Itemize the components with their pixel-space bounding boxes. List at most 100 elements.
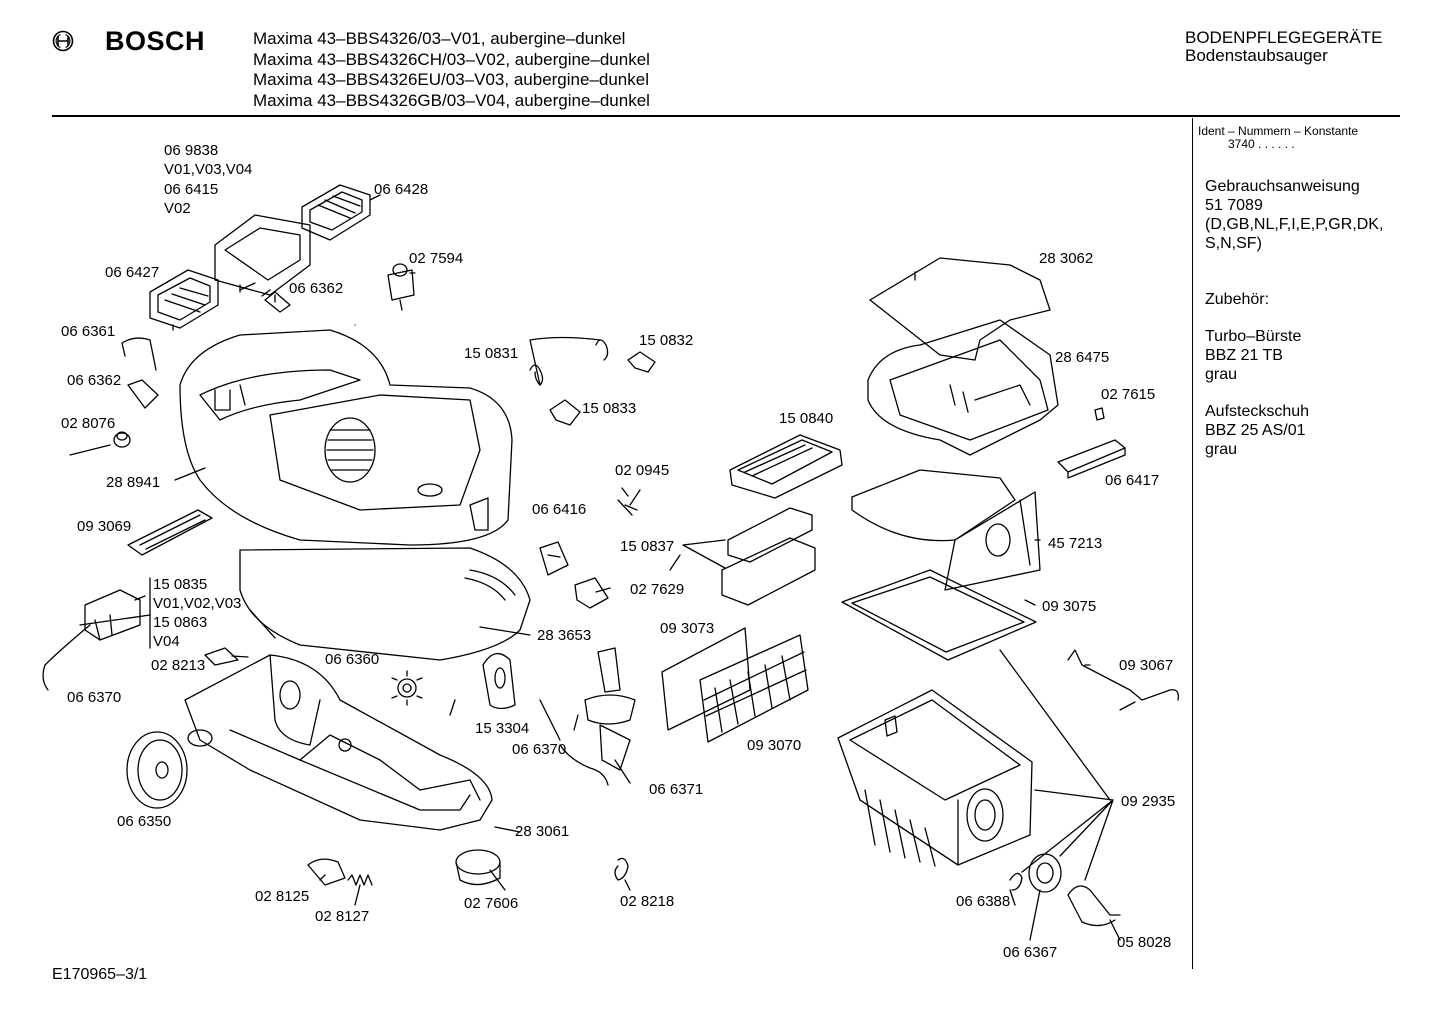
part-label: 15 0837 <box>620 538 675 555</box>
part-label: 28 6475 <box>1055 349 1110 366</box>
switch-shape <box>388 264 414 310</box>
spring-shape <box>530 338 608 386</box>
part-label: 06 6388 <box>956 893 1011 910</box>
part-label: 06 6370 <box>512 741 567 758</box>
callout-line <box>1022 790 1113 880</box>
part-label: 02 8076 <box>61 415 116 432</box>
bar-filter-shape <box>128 510 212 555</box>
part-label: 45 7213 <box>1048 535 1103 552</box>
accessories-title: Zubehör: <box>1205 291 1270 308</box>
knob-shape <box>114 432 130 447</box>
part-label: 09 3067 <box>1119 657 1174 674</box>
cover-lid-shape <box>870 258 1050 360</box>
part-label: 28 8941 <box>106 474 161 491</box>
part-label: 02 7615 <box>1101 386 1156 403</box>
category-block: BODENPFLEGEGERÄTE Bodenstaubsauger <box>1185 29 1382 65</box>
category-subtitle: Bodenstaubsauger <box>1185 46 1328 65</box>
part-label: 06 6371 <box>649 781 704 798</box>
clip-shape <box>128 380 158 408</box>
filter-pad-shape <box>662 628 750 730</box>
bracket-shape <box>628 352 655 372</box>
variant-label: V04 <box>153 633 180 650</box>
model-line: Maxima 43–BBS4326CH/03–V02, aubergine–du… <box>253 49 650 69</box>
latch-shape <box>265 292 290 312</box>
model-line: Maxima 43–BBS4326EU/03–V03, aubergine–du… <box>253 70 649 90</box>
part-label: 09 3073 <box>660 620 715 637</box>
manual-number: 51 7089 <box>1205 197 1263 214</box>
part-label: 28 3653 <box>537 627 592 644</box>
hose-clamp-shape <box>308 859 345 885</box>
turbo-brush-code: BBZ 21 TB <box>1205 347 1283 364</box>
small-clip-shape <box>1095 408 1104 420</box>
part-label: 06 6417 <box>1105 472 1160 489</box>
seal-ring-shape <box>1010 873 1022 890</box>
hinge-shape <box>540 542 568 575</box>
motor-filter-shape <box>150 270 218 328</box>
turbo-brush-block: Turbo–Bürste BBZ 21 TB grau <box>1205 327 1301 384</box>
callout-line <box>683 540 725 568</box>
part-label: 06 9838 <box>164 142 219 159</box>
drawing-number: E170965–3/1 <box>52 966 148 983</box>
part-label: 15 0840 <box>779 410 834 427</box>
part-label: 15 0833 <box>582 400 637 417</box>
hook-shape <box>615 858 628 880</box>
manual-languages: (D,GB,NL,F,I,E,P,GR,DK, <box>1205 216 1384 233</box>
manual-block: Gebrauchsanweisung 51 7089 (D,GB,NL,F,I,… <box>1205 177 1383 253</box>
dust-container-shape <box>838 690 1032 866</box>
vacuum-housing-shape <box>180 330 512 545</box>
part-label: 06 6415 <box>164 181 219 198</box>
manual-title: Gebrauchsanweisung <box>1205 178 1360 195</box>
part-label: 28 3062 <box>1039 250 1094 267</box>
part-label: 06 6428 <box>374 181 429 198</box>
sidebar-divider <box>1192 118 1193 969</box>
ring-clamp-shape <box>456 850 500 885</box>
seal-frame-shape <box>842 570 1036 660</box>
gear-shape <box>392 671 422 705</box>
part-label: 02 8218 <box>620 893 675 910</box>
part-label: 02 0945 <box>615 462 670 479</box>
filter-grid-shape <box>700 635 808 742</box>
bracket-shape <box>550 400 580 425</box>
part-label: 06 6427 <box>105 264 160 281</box>
chassis-shape <box>185 655 492 830</box>
model-line: Maxima 43–BBS4326/03–V01, aubergine–dunk… <box>253 29 626 48</box>
part-label: 09 3070 <box>747 737 802 754</box>
bosch-logo-icon <box>52 30 74 57</box>
dust-bag-shape <box>852 470 1040 590</box>
part-label: 28 3061 <box>515 823 570 840</box>
part-label: 15 3304 <box>475 720 530 737</box>
part-label: 06 6370 <box>67 689 122 706</box>
part-label: 02 7629 <box>630 581 685 598</box>
spring-coil-shape <box>348 875 372 885</box>
filter-block-shape <box>730 435 842 498</box>
variant-label: V01,V03,V04 <box>164 161 253 178</box>
turbo-brush-name: Turbo–Bürste <box>1205 328 1302 345</box>
part-label: 06 6367 <box>1003 944 1058 961</box>
ident-block: Ident – Nummern – Konstante 3740 . . . .… <box>1198 125 1358 151</box>
part-label: 15 0835 <box>153 576 208 593</box>
part-label: 06 6362 <box>289 280 344 297</box>
brand-name: BOSCH <box>105 26 206 56</box>
filter-cover-shape <box>215 215 310 302</box>
turbo-brush-color: grau <box>1205 366 1238 383</box>
part-label: 15 0832 <box>639 332 694 349</box>
manual-languages-cont: S,N,SF) <box>1205 235 1262 252</box>
cable-holder-shape <box>483 654 515 709</box>
nozzle-code: BBZ 25 AS/01 <box>1205 422 1306 439</box>
header-divider <box>52 115 1400 117</box>
top-housing-shape <box>868 320 1058 455</box>
ident-title: Ident – Nummern – Konstante <box>1198 124 1359 138</box>
variant-label: V02 <box>164 200 191 217</box>
part-label: 06 6361 <box>61 323 116 340</box>
part-label: 09 2935 <box>1121 793 1176 810</box>
spring-clip-shape <box>1068 886 1120 926</box>
leader-line <box>70 195 1120 940</box>
wire-harness-shape <box>1068 650 1178 710</box>
nozzle-color: grau <box>1205 441 1238 458</box>
handle-shape <box>122 338 156 370</box>
nozzle-name: Aufsteckschuh <box>1205 403 1310 420</box>
cord-guide-shape <box>205 648 238 665</box>
gasket-shape <box>1029 854 1061 892</box>
part-label: 06 6416 <box>532 501 587 518</box>
part-label: 02 7594 <box>409 250 464 267</box>
